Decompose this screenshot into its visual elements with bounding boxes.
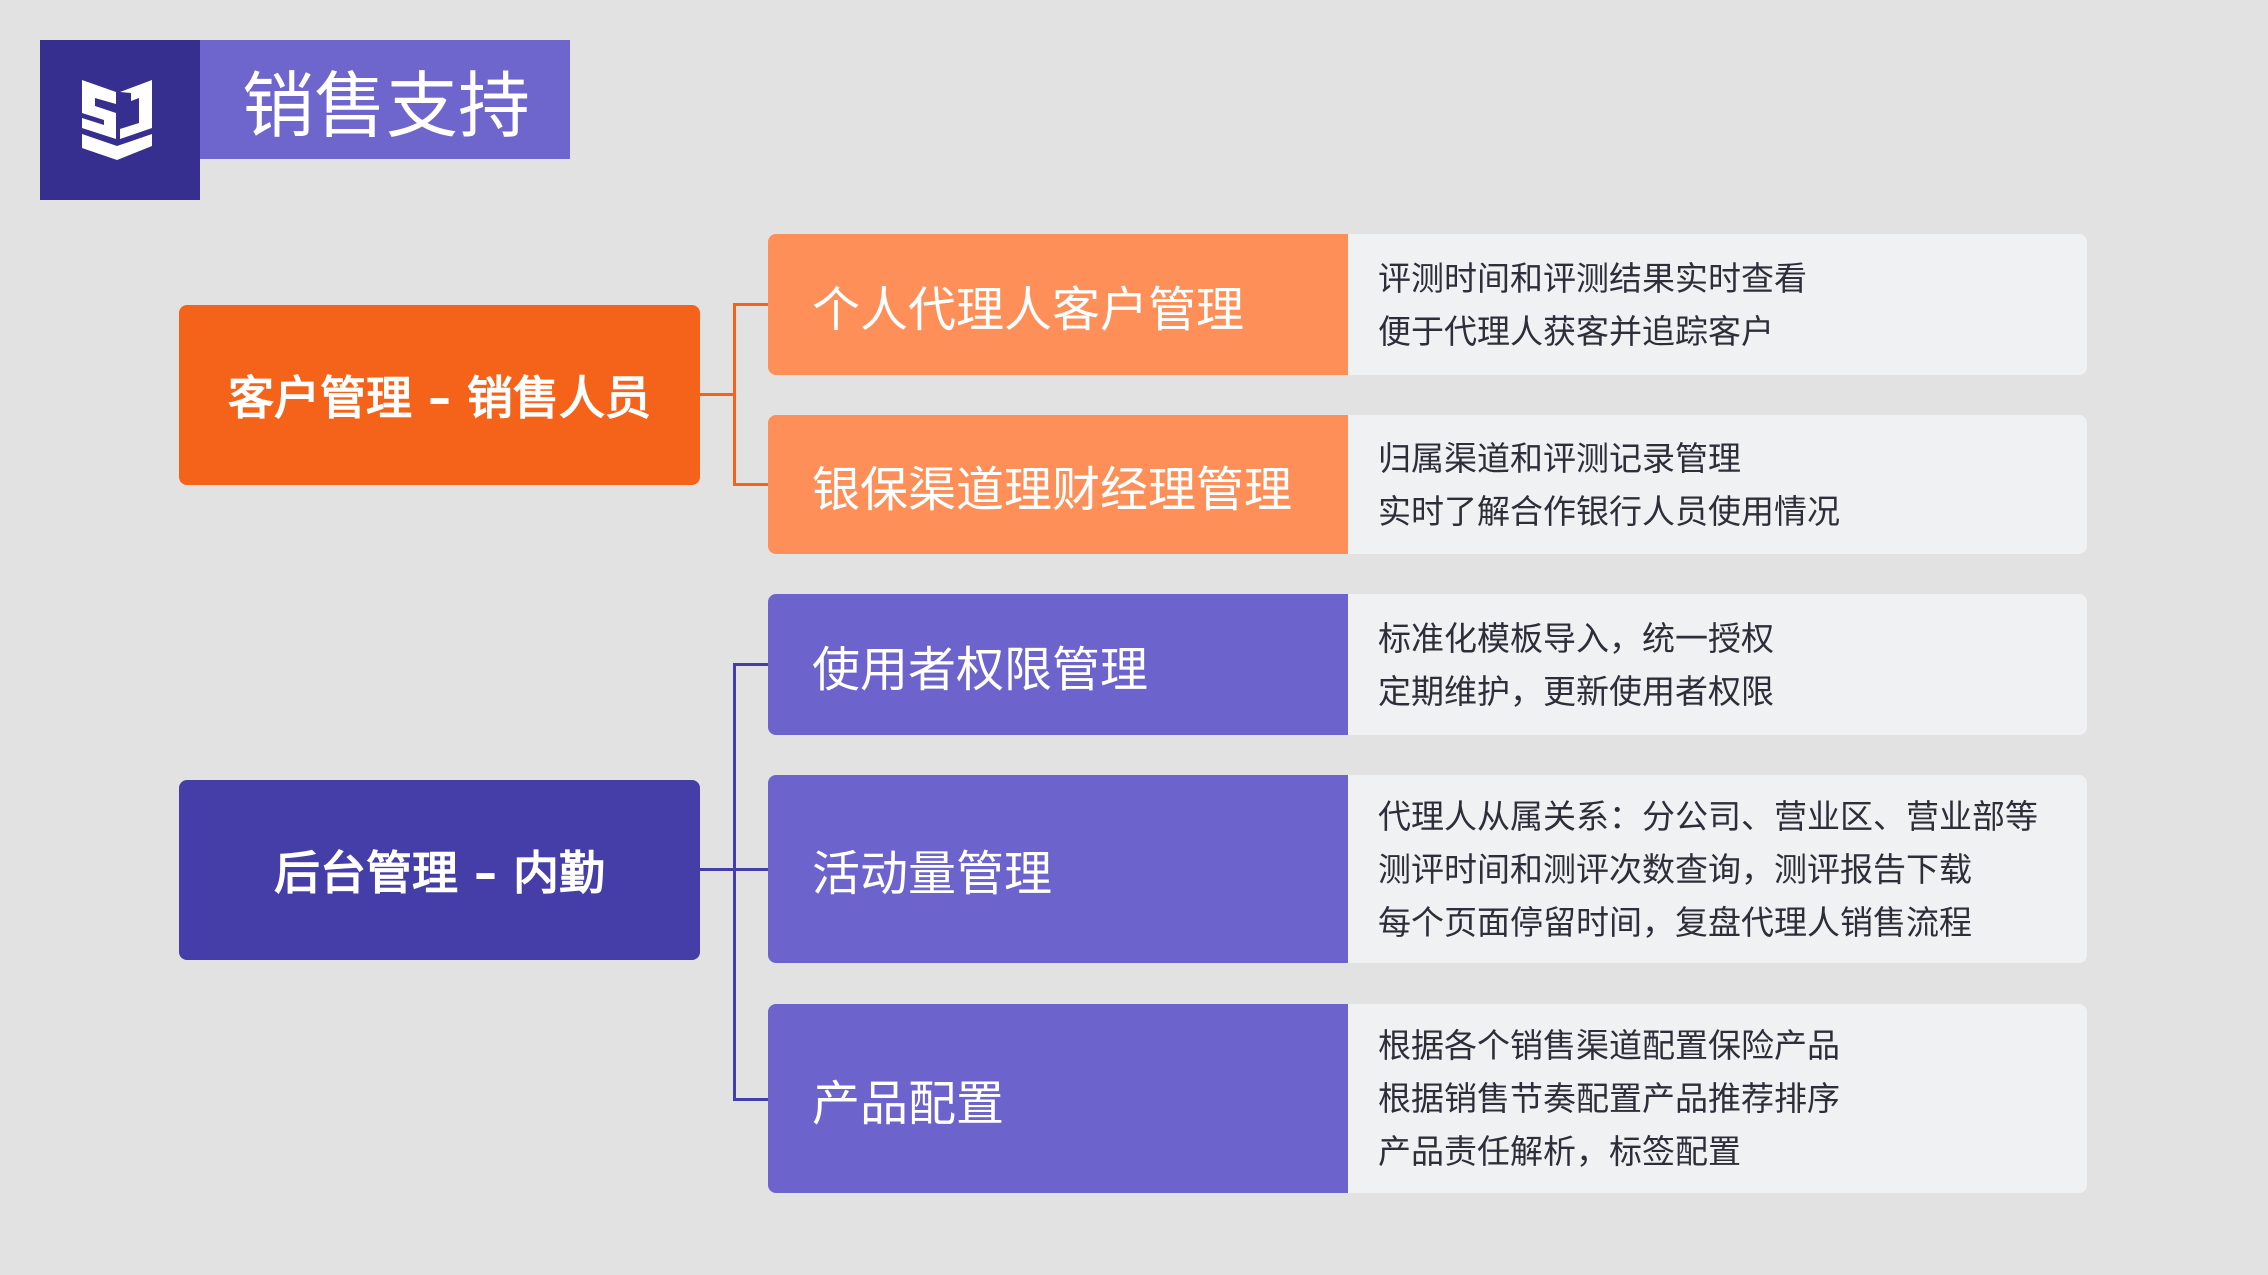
logo: [40, 40, 200, 200]
item-row: 活动量管理 代理人从属关系：分公司、营业区、营业部等测评时间和测评次数查询，测评…: [768, 775, 2087, 963]
connector: [733, 1098, 768, 1101]
desc-line: 定期维护，更新使用者权限: [1378, 671, 1774, 711]
desc-line: 代理人从属关系：分公司、营业区、营业部等: [1378, 796, 2038, 836]
item-description: 归属渠道和评测记录管理实时了解合作银行人员使用情况: [1348, 415, 2087, 554]
connector: [733, 663, 736, 1101]
page-title: 销售支持: [200, 40, 570, 159]
connector: [700, 393, 733, 396]
connector: [700, 868, 733, 871]
sj-shield-logo-icon: [82, 80, 152, 160]
item-description: 根据各个销售渠道配置保险产品根据销售节奏配置产品推荐排序产品责任解析，标签配置: [1348, 1004, 2087, 1193]
desc-line: 归属渠道和评测记录管理: [1378, 438, 1741, 478]
desc-line: 产品责任解析，标签配置: [1378, 1132, 1741, 1171]
connector: [733, 303, 768, 306]
desc-line: 每个页面停留时间，复盘代理人销售流程: [1378, 902, 1972, 942]
desc-line: 便于代理人获客并追踪客户: [1378, 311, 1774, 351]
desc-line: 评测时间和评测结果实时查看: [1378, 258, 1807, 298]
item-label: 产品配置: [768, 1004, 1348, 1193]
category-customer-management: 客户管理 – 销售人员: [179, 305, 700, 485]
item-description: 评测时间和评测结果实时查看便于代理人获客并追踪客户: [1348, 234, 2087, 375]
item-row: 使用者权限管理 标准化模板导入，统一授权定期维护，更新使用者权限: [768, 594, 2087, 735]
item-label: 银保渠道理财经理管理: [768, 415, 1348, 554]
connector: [733, 663, 768, 666]
item-row: 个人代理人客户管理 评测时间和评测结果实时查看便于代理人获客并追踪客户: [768, 234, 2087, 375]
item-row: 产品配置 根据各个销售渠道配置保险产品根据销售节奏配置产品推荐排序产品责任解析，…: [768, 1004, 2087, 1193]
connector: [733, 303, 736, 486]
item-label: 活动量管理: [768, 775, 1348, 963]
item-description: 代理人从属关系：分公司、营业区、营业部等测评时间和测评次数查询，测评报告下载每个…: [1348, 775, 2087, 963]
desc-line: 测评时间和测评次数查询，测评报告下载: [1378, 849, 1972, 889]
connector: [733, 868, 768, 871]
desc-line: 标准化模板导入，统一授权: [1378, 618, 1774, 658]
item-label: 个人代理人客户管理: [768, 234, 1348, 375]
item-label: 使用者权限管理: [768, 594, 1348, 735]
desc-line: 根据销售节奏配置产品推荐排序: [1378, 1079, 1840, 1118]
desc-line: 实时了解合作银行人员使用情况: [1378, 491, 1840, 531]
desc-line: 根据各个销售渠道配置保险产品: [1378, 1026, 1840, 1065]
item-description: 标准化模板导入，统一授权定期维护，更新使用者权限: [1348, 594, 2087, 735]
connector: [733, 483, 768, 486]
category-backend-management: 后台管理 – 内勤: [179, 780, 700, 960]
item-row: 银保渠道理财经理管理 归属渠道和评测记录管理实时了解合作银行人员使用情况: [768, 415, 2087, 554]
